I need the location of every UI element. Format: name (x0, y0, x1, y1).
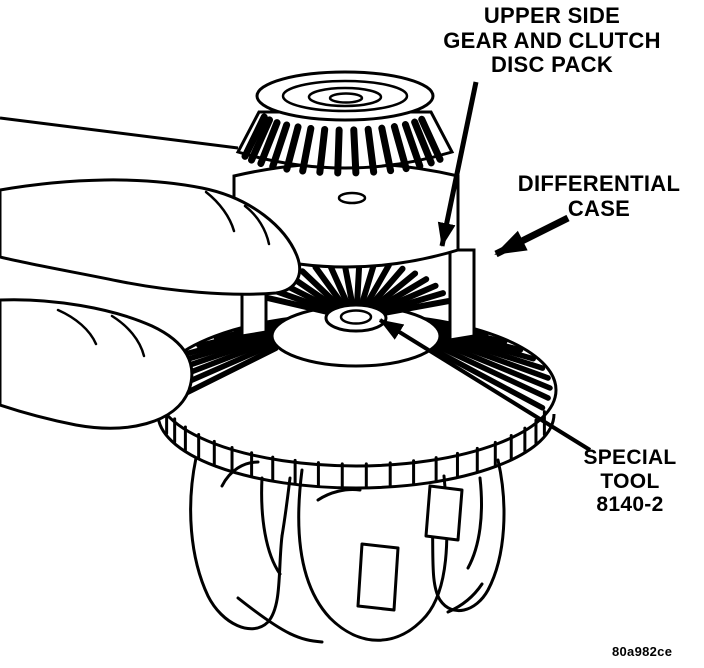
arrow-upper-side-gear (437, 81, 479, 247)
arrow-differential-case (494, 214, 570, 258)
upper-side-gear-teeth (262, 259, 452, 316)
side-gear-art (262, 259, 452, 333)
ring-gear-art (154, 304, 558, 490)
hand-art (0, 178, 302, 430)
figure-code: 80a982ce (612, 644, 673, 659)
label-upper-side-gear-clutch-disc-pack: UPPER SIDE GEAR AND CLUTCH DISC PACK (443, 3, 661, 78)
workbench-edge-line (0, 116, 239, 150)
lower-case-art (189, 456, 506, 644)
case-oval-hole (337, 191, 367, 205)
pointer-arrows (378, 81, 592, 452)
differential-case-art (232, 70, 460, 269)
knurled-collar-teeth (241, 113, 444, 177)
arrow-special-tool (378, 318, 592, 452)
label-differential-case: DIFFERENTIAL CASE (517, 171, 681, 221)
label-special-tool-8140-2: SPECIAL TOOL 8140-2 (583, 446, 677, 517)
